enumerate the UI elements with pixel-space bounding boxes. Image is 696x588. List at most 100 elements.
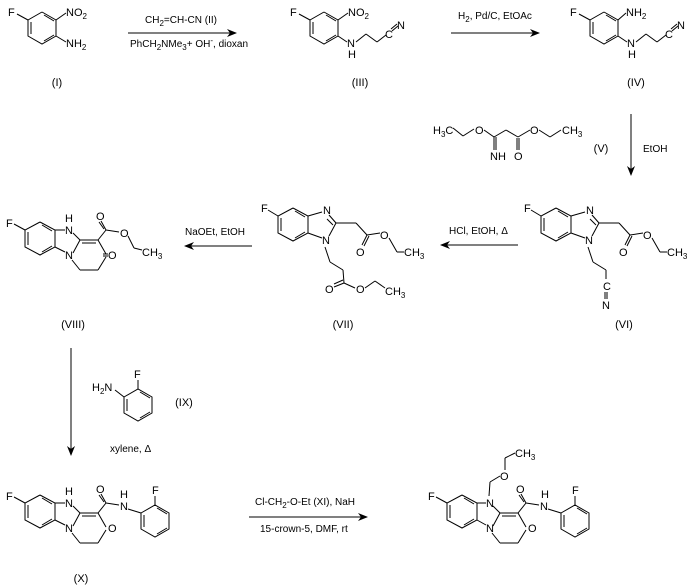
svg-text:F: F: [290, 7, 297, 19]
svg-text:O: O: [325, 284, 334, 296]
svg-text:F: F: [572, 485, 579, 497]
compound-label-IX: (IX): [175, 397, 193, 409]
svg-text:C: C: [603, 281, 611, 293]
svg-text:O: O: [619, 247, 628, 259]
compound-label-V: (V): [594, 143, 609, 155]
svg-text:N: N: [540, 501, 548, 513]
svg-text:H: H: [541, 489, 549, 501]
svg-text:CH3: CH3: [562, 125, 583, 139]
svg-text:F: F: [134, 369, 141, 381]
svg-text:O: O: [356, 284, 365, 296]
svg-text:O: O: [530, 125, 539, 137]
reaction-arrow-step2: H2, Pd/C, EtOAc: [451, 11, 540, 37]
svg-text:O: O: [96, 484, 105, 496]
compound-label-IV: (IV): [627, 77, 645, 89]
compound-I: F NO2 NH2 (I): [8, 7, 88, 89]
svg-text:N: N: [627, 38, 635, 50]
compound-III: F NO2 N H C N (III): [290, 7, 405, 89]
svg-text:CH3: CH3: [404, 247, 425, 261]
svg-text:N: N: [486, 523, 494, 535]
compound-label-I: (I): [52, 77, 62, 89]
compound-label-VI: (VI): [615, 319, 633, 331]
svg-text:H: H: [65, 486, 73, 498]
svg-text:O: O: [516, 484, 525, 496]
reaction-arrow-step5: NaOEt, EtOH: [184, 227, 252, 250]
svg-text:F: F: [6, 218, 13, 230]
svg-text:CH3: CH3: [385, 286, 406, 300]
reaction-arrow-step4: HCl, EtOH, Δ: [440, 226, 518, 249]
svg-text:O: O: [380, 230, 389, 242]
svg-text:H2, Pd/C, EtOAc: H2, Pd/C, EtOAc: [458, 11, 532, 24]
reaction-arrow-step1: CH2=CH-CN (II) PhCH2NMe3+ OH-, dioxan: [128, 15, 248, 52]
compound-label-VIII: (VIII): [61, 319, 85, 331]
svg-text:NH2: NH2: [626, 7, 647, 21]
svg-text:NH2: NH2: [66, 38, 87, 52]
svg-text:H: H: [120, 489, 128, 501]
svg-text:F: F: [6, 491, 13, 503]
svg-text:N: N: [486, 498, 494, 510]
svg-text:N: N: [397, 20, 405, 32]
svg-text:Cl-CH2-O-Et (XI), NaH: Cl-CH2-O-Et (XI), NaH: [255, 497, 355, 510]
compound-label-III: (III): [352, 77, 369, 89]
svg-text:EtOH: EtOH: [643, 144, 667, 155]
svg-text:NO2: NO2: [348, 7, 370, 21]
svg-text:C: C: [665, 29, 673, 41]
svg-text:O: O: [108, 523, 117, 535]
svg-text:O: O: [514, 151, 523, 163]
reaction-arrow-step7: Cl-CH2-O-Et (XI), NaH 15-crown-5, DMF, r…: [249, 497, 368, 535]
svg-text:O: O: [528, 523, 537, 535]
svg-text:N: N: [65, 498, 73, 510]
svg-text:N: N: [677, 20, 685, 32]
svg-text:O: O: [475, 125, 484, 137]
compound-X: F N H N O O N H F (X): [6, 484, 170, 585]
svg-text:F: F: [428, 491, 435, 503]
svg-text:N: N: [65, 225, 73, 237]
svg-text:N: N: [586, 205, 594, 217]
svg-text:CH3: CH3: [667, 247, 688, 261]
svg-text:O: O: [643, 230, 652, 242]
svg-text:CH3: CH3: [142, 247, 163, 261]
compound-IV: F NH2 N H C N (IV): [570, 7, 685, 89]
svg-text:CH3: CH3: [515, 448, 536, 462]
svg-text:H: H: [348, 49, 356, 61]
svg-text:O: O: [500, 471, 509, 483]
svg-text:H2N: H2N: [92, 382, 112, 396]
svg-text:N: N: [585, 235, 593, 247]
reaction-arrow-step3: EtOH: [627, 114, 667, 176]
svg-text:H: H: [65, 213, 73, 225]
compound-IX: H2N F (IX) xylene, Δ: [92, 369, 193, 455]
compound-V: H3C O NH O O CH3 (V): [433, 125, 608, 163]
svg-text:CH2=CH-CN (II): CH2=CH-CN (II): [145, 15, 217, 28]
svg-text:O: O: [120, 228, 129, 240]
compound-VIII: F N H N O O O CH3 (VIII): [6, 211, 163, 331]
compound-final-product: F N N O O N H F O CH3: [428, 448, 590, 544]
svg-text:F: F: [570, 7, 577, 19]
compound-VII: F N N O O CH3 O O CH3 (VII): [261, 203, 425, 331]
svg-text:N: N: [65, 523, 73, 535]
svg-text:N: N: [65, 250, 73, 262]
svg-text:O: O: [356, 247, 365, 259]
svg-text:PhCH2NMe3+ OH-, dioxan: PhCH2NMe3+ OH-, dioxan: [130, 36, 248, 52]
svg-text:NH: NH: [490, 151, 506, 163]
svg-text:C: C: [385, 29, 393, 41]
svg-text:O: O: [96, 211, 105, 223]
svg-text:F: F: [524, 203, 531, 215]
svg-text:N: N: [322, 235, 330, 247]
svg-text:F: F: [261, 203, 268, 215]
step6-conditions: xylene, Δ: [110, 444, 151, 455]
svg-text:N: N: [323, 205, 331, 217]
atom-F: F: [8, 7, 15, 19]
svg-text:HCl, EtOH, Δ: HCl, EtOH, Δ: [449, 226, 508, 237]
svg-text:NaOEt, EtOH: NaOEt, EtOH: [185, 227, 245, 238]
svg-text:N: N: [602, 300, 610, 312]
compound-label-X: (X): [74, 573, 89, 585]
compound-VI: F N N O O CH3 C N (VI): [524, 203, 688, 331]
svg-text:N: N: [120, 501, 128, 513]
svg-text:N: N: [347, 38, 355, 50]
svg-text:F: F: [152, 485, 159, 497]
svg-text:15-crown-5, DMF, rt: 15-crown-5, DMF, rt: [260, 524, 348, 535]
svg-text:H: H: [628, 49, 636, 61]
svg-text:NO2: NO2: [66, 7, 88, 21]
svg-text:H3C: H3C: [433, 125, 453, 139]
